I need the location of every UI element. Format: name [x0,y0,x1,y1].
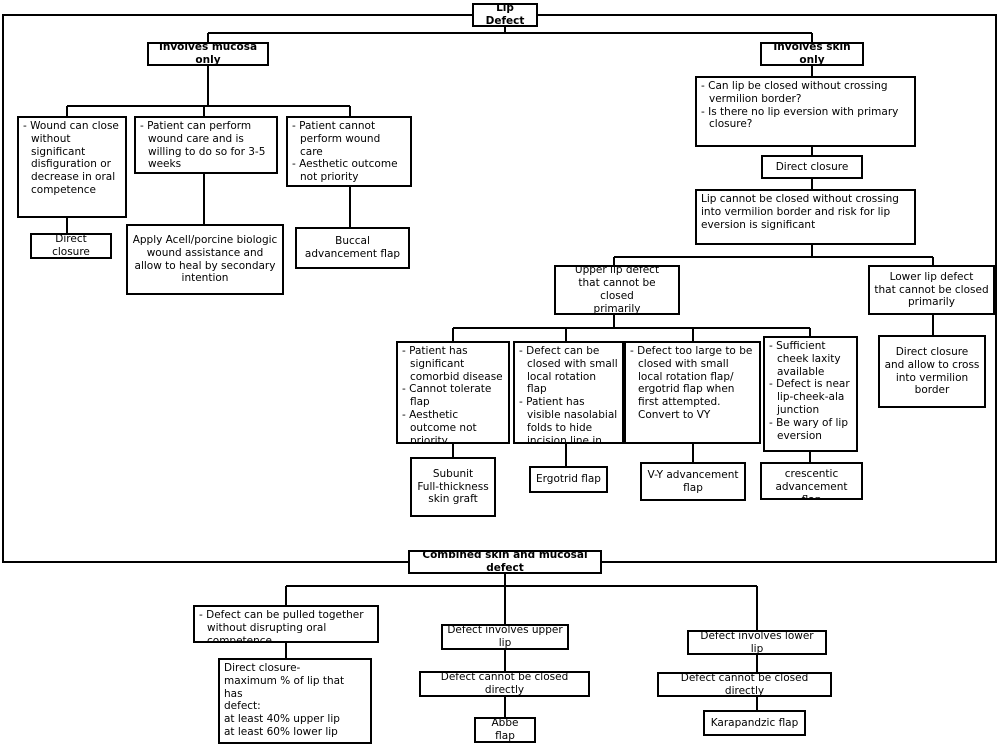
skin-direct-label: Direct closure [775,160,849,173]
node-combined-a-result: Direct closure- maximum % of lip that ha… [218,658,372,744]
node-upper-opt1-result: Subunit Full-thickness skin graft [410,457,496,517]
upper-opt4-item: Sufficient cheek laxity available [769,340,852,378]
mucosa-b-result-label: Apply Acell/porcine biologic wound assis… [132,233,278,285]
skin-question-list: Can lip be closed without crossing vermi… [701,80,910,131]
mucosa-b-list: Patient can perform wound care and is wi… [140,120,272,171]
root-label: Lip Defect [485,3,525,27]
upper-lip-label: Upper lip defect that cannot be closed p… [574,265,660,315]
upper-opt3-list: Defect too large to be closed with small… [630,345,755,422]
node-combined-a-criteria: Defect can be pulled together without di… [193,605,379,643]
node-upper-lip-defect: Upper lip defect that cannot be closed p… [554,265,680,315]
upper-opt4-list: Sufficient cheek laxity available Defect… [769,340,852,442]
skin-question-item: Can lip be closed without crossing vermi… [701,80,910,106]
upper-opt2-item: Patient has visible nasolabial folds to … [519,396,618,442]
combined-lower-result-label: Karapandzic flap [710,716,799,729]
node-combined-upper-cannot: Defect cannot be closed directly [419,671,590,697]
mucosa-c-result-label: Buccal advancement flap [304,235,401,260]
mucosa-a-result-label: Direct closure [52,233,90,258]
mucosa-b-item: Patient can perform wound care and is wi… [140,120,272,171]
node-mucosa-c-result: Buccal advancement flap [295,227,410,269]
node-combined-lower-cannot: Defect cannot be closed directly [657,672,832,697]
node-upper-opt4-result: Perialar crescentic advancement flap [760,462,863,500]
node-lower-lip-result: Direct closure and allow to cross into v… [878,335,986,408]
skin-cannot-label: Lip cannot be closed without crossing in… [701,193,899,231]
upper-opt3-result-label: V-Y advancement flap [647,468,739,494]
node-skin-direct-closure: Direct closure [761,155,863,179]
upper-opt2-item: Defect can be closed with small local ro… [519,345,618,396]
upper-opt4-item: Defect is near lip-cheek-ala junction [769,378,852,416]
node-combined-defect: Combined skin and mucosal defect [408,550,602,574]
combined-title: Combined skin and mucosal defect [422,550,588,574]
node-lower-lip-defect: Lower lip defect that cannot be closed p… [868,265,995,315]
node-mucosa-b-result: Apply Acell/porcine biologic wound assis… [126,224,284,295]
node-upper-opt2-result: Ergotrid flap [529,466,608,493]
mucosa-a-item: Wound can close without significant disf… [23,120,121,197]
node-upper-opt4-criteria: Sufficient cheek laxity available Defect… [763,336,858,452]
upper-opt1-result-label: Subunit Full-thickness skin graft [417,467,489,506]
node-upper-opt1-criteria: Patient has significant comorbid disease… [396,341,510,444]
lower-lip-result-label: Direct closure and allow to cross into v… [884,345,980,397]
lower-lip-label: Lower lip defect that cannot be closed p… [874,270,989,309]
combined-a-result-label: Direct closure- maximum % of lip that ha… [224,662,345,738]
mucosa-title: Involves mucosa only [158,42,258,66]
skin-title: Involves skin only [773,42,851,66]
combined-upper-result-label: Abbe flap [491,717,519,742]
combined-upper-cannot-label: Defect cannot be closed directly [440,671,569,696]
node-mucosa-a-result: Direct closure [30,233,112,259]
upper-opt1-item: Aesthetic outcome not priority [402,409,504,442]
combined-upper-label: Defect involves upper lip [447,624,563,649]
upper-opt1-item: Cannot tolerate flap [402,383,504,409]
combined-lower-cannot-label: Defect cannot be closed directly [680,672,809,697]
node-upper-opt2-criteria: Defect can be closed with small local ro… [513,341,624,444]
skin-question-item: Is there no lip eversion with primary cl… [701,106,910,132]
root-lip-defect: Lip Defect [472,3,538,27]
upper-opt2-list: Defect can be closed with small local ro… [519,345,618,442]
node-combined-upper-result: Abbe flap [474,717,536,743]
upper-opt4-result-label: Perialar crescentic advancement flap [775,464,848,500]
node-combined-lower-result: Karapandzic flap [703,710,806,736]
node-combined-lower: Defect involves lower lip [687,630,827,655]
mucosa-c-item: Aesthetic outcome not priority [292,158,406,184]
node-mucosa-only: Involves mucosa only [147,42,269,66]
combined-a-item: Defect can be pulled together without di… [199,609,373,641]
node-skin-only: Involves skin only [760,42,864,66]
upper-opt4-item: Be wary of lip eversion [769,417,852,443]
node-mucosa-b-criteria: Patient can perform wound care and is wi… [134,116,278,174]
node-upper-opt3-result: V-Y advancement flap [640,462,746,501]
combined-a-list: Defect can be pulled together without di… [199,609,373,641]
node-mucosa-a-criteria: Wound can close without significant disf… [17,116,127,218]
mucosa-a-list: Wound can close without significant disf… [23,120,121,197]
node-skin-questions: Can lip be closed without crossing vermi… [695,76,916,147]
upper-opt3-item: Defect too large to be closed with small… [630,345,755,422]
upper-opt1-list: Patient has significant comorbid disease… [402,345,504,442]
node-upper-opt3-criteria: Defect too large to be closed with small… [624,341,761,444]
upper-opt1-item: Patient has significant comorbid disease [402,345,504,383]
node-mucosa-c-criteria: Patient cannot perform wound care Aesthe… [286,116,412,187]
mucosa-c-item: Patient cannot perform wound care [292,120,406,158]
upper-opt2-result-label: Ergotrid flap [536,473,601,486]
node-skin-cannot-close: Lip cannot be closed without crossing in… [695,189,916,245]
mucosa-c-list: Patient cannot perform wound care Aesthe… [292,120,406,184]
node-combined-upper: Defect involves upper lip [441,624,569,650]
combined-lower-label: Defect involves lower lip [700,630,814,655]
